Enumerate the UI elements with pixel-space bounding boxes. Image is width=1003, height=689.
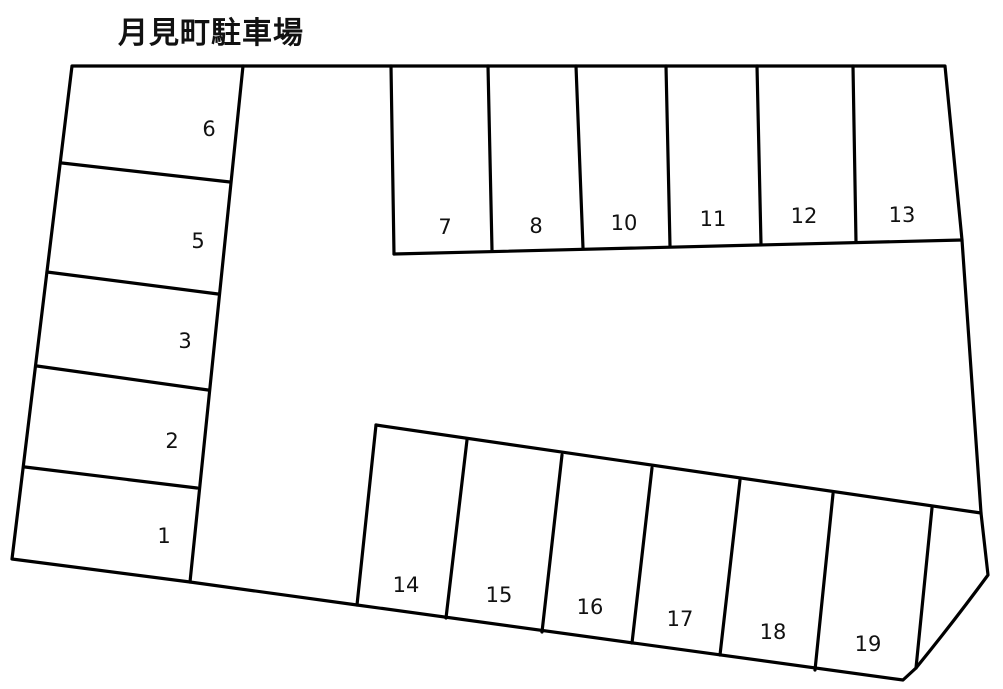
left-column-lines (23, 64, 245, 584)
space-label-3: 3 (178, 329, 191, 353)
lot-title: 月見町駐車場 (118, 16, 304, 51)
space-label-2: 2 (165, 429, 178, 453)
space-label-19: 19 (855, 632, 882, 656)
space-label-1: 1 (157, 524, 170, 548)
space-label-13: 13 (889, 203, 916, 227)
space-label-7: 7 (438, 215, 451, 239)
space-label-12: 12 (791, 204, 818, 228)
space-label-11: 11 (700, 207, 727, 231)
space-label-5: 5 (191, 229, 204, 253)
top-row-lines (389, 64, 964, 256)
space-label-15: 15 (486, 583, 513, 607)
space-label-14: 14 (393, 573, 420, 597)
space-label-10: 10 (611, 211, 638, 235)
space-label-8: 8 (529, 214, 542, 238)
space-label-6: 6 (202, 117, 215, 141)
space-label-18: 18 (760, 620, 787, 644)
space-label-17: 17 (667, 607, 694, 631)
space-label-16: 16 (577, 595, 604, 619)
bottom-row-lines (355, 423, 983, 672)
space-labels: 6 5 3 2 1 7 8 10 11 12 13 14 15 16 17 18… (157, 117, 915, 656)
